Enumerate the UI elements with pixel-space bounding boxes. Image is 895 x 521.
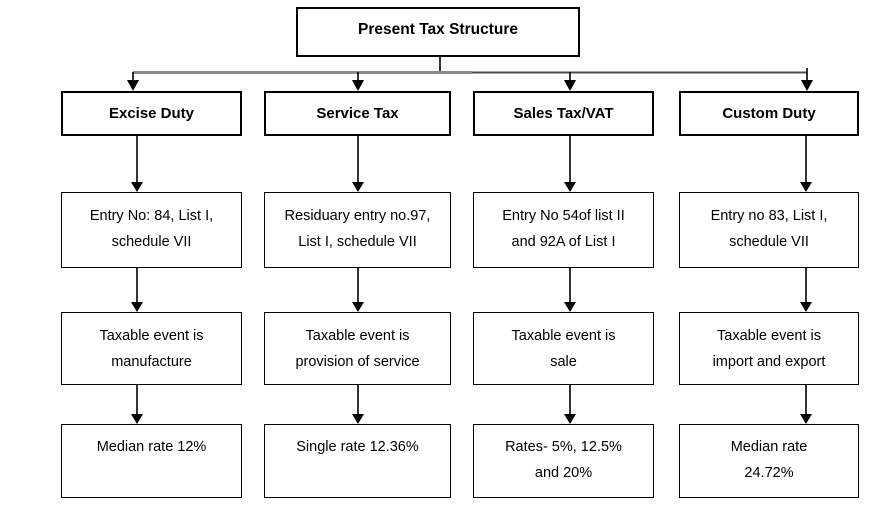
rail-arrow-custom: [801, 68, 813, 91]
rail-arrow-service: [352, 72, 364, 91]
arrowhead-down-icon: [564, 182, 576, 192]
node-service-tax-rate: Single rate 12.36%: [264, 424, 451, 498]
node-excise-duty-header: Excise Duty: [61, 91, 242, 136]
node-excise-duty-entry: Entry No: 84, List I, schedule VII: [61, 192, 242, 268]
arrowhead-down-icon: [131, 302, 143, 312]
arrowhead-down-icon: [800, 182, 812, 192]
node-service-tax-event: Taxable event is provision of service: [264, 312, 451, 385]
rail-arrow-excise: [127, 72, 139, 91]
arrows-column-sales: [564, 136, 576, 424]
arrows-column-excise: [131, 136, 143, 424]
arrowhead-down-icon: [131, 414, 143, 424]
node-custom-duty-header: Custom Duty: [679, 91, 859, 136]
node-excise-duty-rate: Median rate 12%: [61, 424, 242, 498]
arrowhead-down-icon: [131, 182, 143, 192]
node-service-tax-header: Service Tax: [264, 91, 451, 136]
arrows-column-service: [352, 136, 364, 424]
rail-arrow-sales: [564, 72, 576, 91]
arrows-column-custom: [800, 136, 812, 424]
node-custom-duty-rate: Median rate 24.72%: [679, 424, 859, 498]
arrowhead-down-icon: [800, 302, 812, 312]
node-excise-duty-event: Taxable event is manufacture: [61, 312, 242, 385]
arrowhead-down-icon: [564, 414, 576, 424]
node-service-tax-entry: Residuary entry no.97, List I, schedule …: [264, 192, 451, 268]
node-custom-duty-entry: Entry no 83, List I, schedule VII: [679, 192, 859, 268]
arrowhead-down-icon: [352, 414, 364, 424]
node-sales-tax-vat-header: Sales Tax/VAT: [473, 91, 654, 136]
node-custom-duty-event: Taxable event is import and export: [679, 312, 859, 385]
arrowhead-down-icon: [564, 302, 576, 312]
arrowhead-down-icon: [352, 80, 364, 91]
arrowhead-down-icon: [801, 80, 813, 91]
node-present-tax-structure: Present Tax Structure: [296, 7, 580, 57]
arrowhead-down-icon: [352, 182, 364, 192]
arrowhead-down-icon: [127, 80, 139, 91]
arrowhead-down-icon: [800, 414, 812, 424]
arrowhead-down-icon: [564, 80, 576, 91]
node-sales-tax-vat-rate: Rates- 5%, 12.5% and 20%: [473, 424, 654, 498]
node-sales-tax-vat-entry: Entry No 54of list II and 92A of List I: [473, 192, 654, 268]
node-sales-tax-vat-event: Taxable event is sale: [473, 312, 654, 385]
arrowhead-down-icon: [352, 302, 364, 312]
